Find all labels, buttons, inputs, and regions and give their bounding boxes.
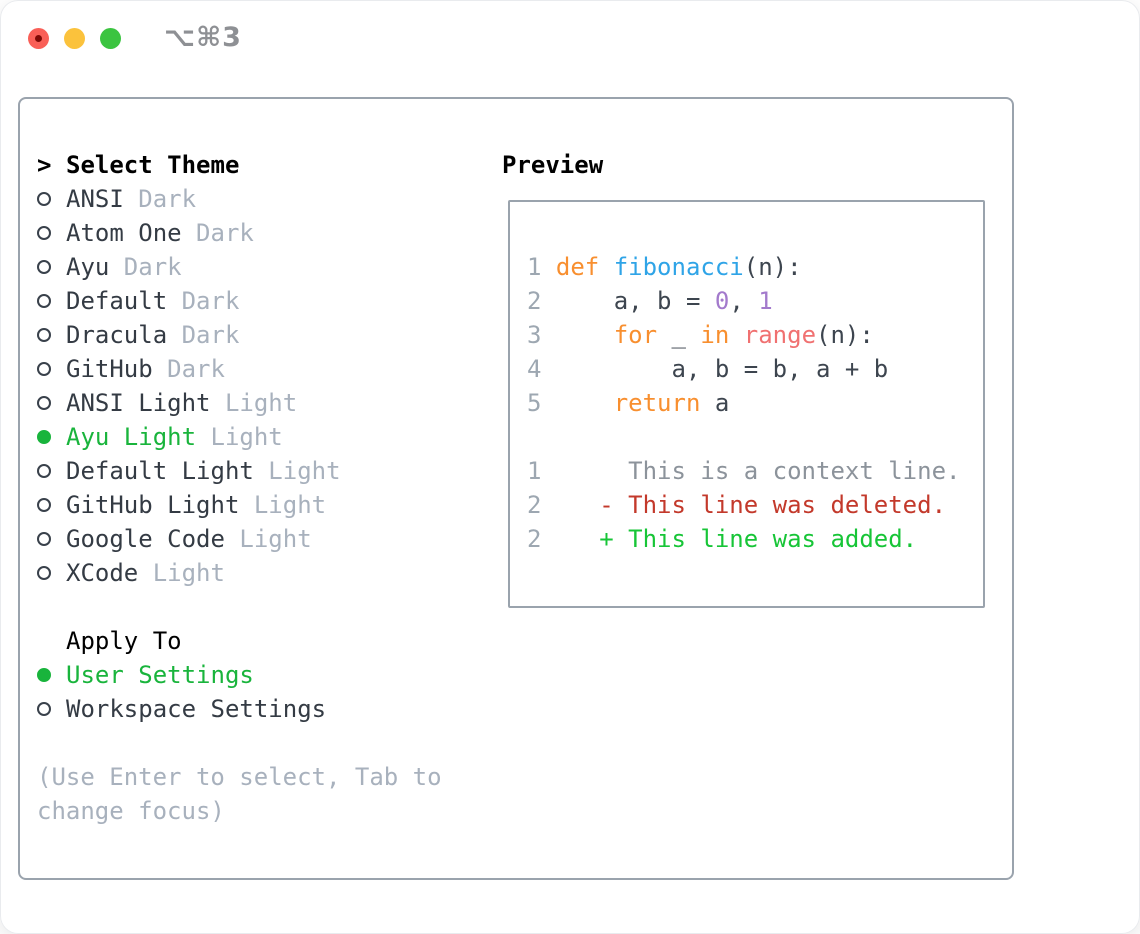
option-label: GitHub Light bbox=[66, 491, 240, 519]
radio-selected-icon bbox=[37, 668, 66, 682]
theme-option-dracula-dark[interactable]: Dracula Dark bbox=[37, 318, 442, 352]
radio-unselected-icon bbox=[37, 260, 66, 274]
radio-unselected-icon bbox=[37, 464, 66, 478]
code-line: 3 for _ in range(n): bbox=[527, 321, 874, 349]
radio-unselected-icon bbox=[37, 396, 66, 410]
option-label: ANSI bbox=[66, 185, 124, 213]
code-line: 4 a, b = b, a + b bbox=[527, 355, 889, 383]
theme-option-ayu-dark[interactable]: Ayu Dark bbox=[37, 250, 442, 284]
code-line: 1 def fibonacci(n): bbox=[527, 253, 802, 281]
option-label: Workspace Settings bbox=[66, 695, 327, 723]
close-button[interactable] bbox=[28, 28, 49, 49]
radio-unselected-icon bbox=[37, 532, 66, 546]
theme-option-atom-one-dark[interactable]: Atom One Dark bbox=[37, 216, 442, 250]
option-label: Atom One bbox=[66, 219, 182, 247]
variant-tag: Light bbox=[239, 491, 327, 519]
apply-option-user-settings[interactable]: User Settings bbox=[37, 658, 442, 692]
window-title: ⌥⌘3 bbox=[164, 22, 242, 53]
theme-option-xcode-light[interactable]: XCode Light bbox=[37, 556, 442, 590]
preview-header: Preview bbox=[502, 151, 604, 179]
code-line: 2 a, b = 0, 1 bbox=[527, 287, 773, 315]
option-label: Dracula bbox=[66, 321, 168, 349]
theme-option-google-code-light[interactable]: Google Code Light bbox=[37, 522, 442, 556]
variant-tag: Light bbox=[253, 457, 341, 485]
theme-option-ansi-dark[interactable]: ANSI Dark bbox=[37, 182, 442, 216]
code-line: 1 This is a context line. bbox=[527, 457, 961, 485]
radio-unselected-icon bbox=[37, 226, 66, 240]
radio-unselected-icon bbox=[37, 566, 66, 580]
traffic-lights bbox=[28, 28, 121, 49]
option-label: Ayu bbox=[66, 253, 110, 281]
spacer bbox=[37, 590, 442, 624]
preview-code: 1 def fibonacci(n): 2 a, b = 0, 1 3 for _ … bbox=[510, 202, 983, 556]
theme-option-github-light-light[interactable]: GitHub Light Light bbox=[37, 488, 442, 522]
variant-tag: Dark bbox=[181, 219, 254, 247]
selection-cursor-icon: > bbox=[37, 151, 52, 179]
variant-tag: Dark bbox=[109, 253, 182, 281]
option-label: User Settings bbox=[66, 661, 254, 689]
code-line: 5 return a bbox=[527, 389, 730, 417]
radio-unselected-icon bbox=[37, 498, 66, 512]
minimize-button[interactable] bbox=[64, 28, 85, 49]
variant-tag: Dark bbox=[167, 287, 240, 315]
theme-option-ayu-light-light[interactable]: Ayu Light Light bbox=[37, 420, 442, 454]
apply-to-header: Apply To bbox=[37, 624, 442, 658]
variant-tag: Light bbox=[210, 389, 298, 417]
theme-option-default-dark[interactable]: Default Dark bbox=[37, 284, 442, 318]
select-theme-header: > Select Theme bbox=[37, 148, 442, 182]
option-label: Default bbox=[66, 287, 168, 315]
radio-unselected-icon bbox=[37, 362, 66, 376]
theme-option-ansi-light-light[interactable]: ANSI Light Light bbox=[37, 386, 442, 420]
code-line: 2 - This line was deleted. bbox=[527, 491, 947, 519]
variant-tag: Light bbox=[196, 423, 283, 451]
option-label: Ayu Light bbox=[66, 423, 197, 451]
variant-tag: Dark bbox=[123, 185, 197, 213]
theme-option-github-dark[interactable]: GitHub Dark bbox=[37, 352, 442, 386]
variant-tag: Light bbox=[224, 525, 312, 553]
variant-tag: Dark bbox=[167, 321, 240, 349]
option-label: GitHub bbox=[66, 355, 153, 383]
option-label: ANSI Light bbox=[66, 389, 211, 417]
radio-unselected-icon bbox=[37, 702, 66, 716]
theme-option-default-light-light[interactable]: Default Light Light bbox=[37, 454, 442, 488]
code-line: 2 + This line was added. bbox=[527, 525, 918, 553]
help-text-line-2: change focus) bbox=[37, 797, 225, 825]
spacer bbox=[37, 726, 442, 760]
code-line bbox=[527, 420, 983, 454]
apply-option-workspace-settings[interactable]: Workspace Settings bbox=[37, 692, 442, 726]
radio-unselected-icon bbox=[37, 328, 66, 342]
select-theme-label: Select Theme bbox=[66, 151, 240, 179]
variant-tag: Dark bbox=[152, 355, 225, 383]
variant-tag: Light bbox=[138, 559, 225, 587]
apply-to-label: Apply To bbox=[66, 627, 182, 655]
option-label: Default Light bbox=[66, 457, 254, 485]
help-text-line-1: (Use Enter to select, Tab to bbox=[37, 763, 442, 791]
radio-unselected-icon bbox=[37, 294, 66, 308]
option-label: XCode bbox=[66, 559, 139, 587]
radio-selected-icon bbox=[37, 430, 66, 444]
record-dot-icon bbox=[35, 35, 42, 42]
option-label: Google Code bbox=[66, 525, 225, 553]
radio-unselected-icon bbox=[37, 192, 66, 206]
zoom-button[interactable] bbox=[100, 28, 121, 49]
preview-pane: 1 def fibonacci(n): 2 a, b = 0, 1 3 for _ … bbox=[508, 200, 985, 608]
